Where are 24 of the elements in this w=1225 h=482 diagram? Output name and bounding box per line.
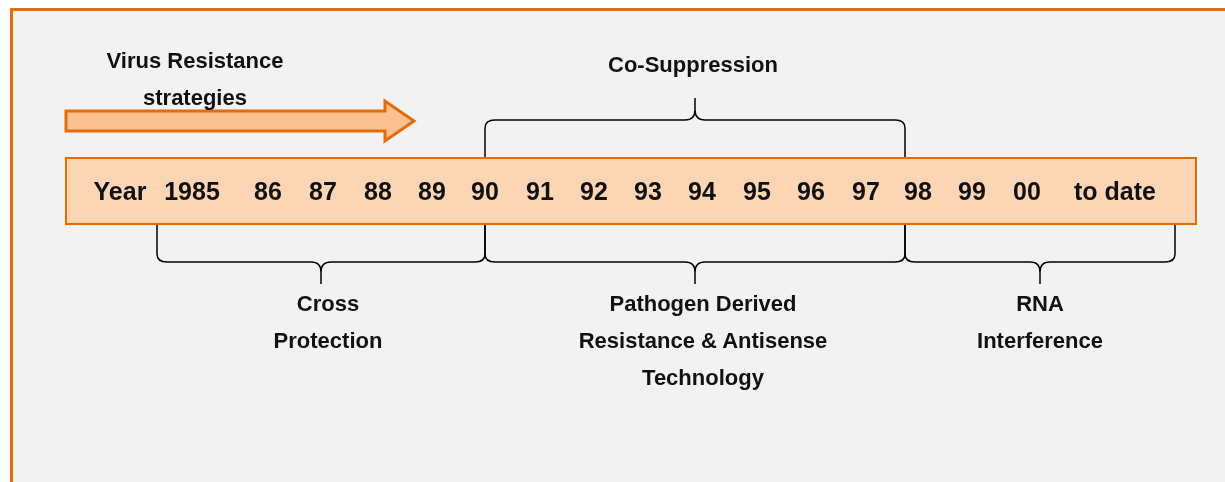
year-label: to date (1074, 176, 1156, 206)
year-label: 88 (364, 176, 392, 206)
period-label: Cross Protection (272, 290, 384, 355)
year-label: 95 (743, 176, 771, 206)
year-label: 93 (634, 176, 662, 206)
year-label: 86 (254, 176, 282, 206)
period-label: RNA Interference (976, 290, 1104, 355)
year-label: 1985 (164, 176, 220, 206)
year-label: 90 (471, 176, 499, 206)
year-label: 00 (1013, 176, 1041, 206)
timeline-bar (65, 157, 1197, 225)
year-label: 96 (797, 176, 825, 206)
axis-title: Year (93, 176, 147, 206)
year-label: 98 (904, 176, 932, 206)
year-label: 99 (958, 176, 986, 206)
period-label: Co-Suppression (607, 51, 779, 79)
year-label: 87 (309, 176, 337, 206)
year-label: 89 (418, 176, 446, 206)
year-label: 94 (688, 176, 716, 206)
year-label: 91 (526, 176, 554, 206)
period-label: Virus Resistance strategies (105, 47, 285, 112)
period-label: Pathogen Derived Resistance & Antisense Technology (577, 290, 829, 392)
year-label: 92 (580, 176, 608, 206)
year-label: 97 (852, 176, 880, 206)
